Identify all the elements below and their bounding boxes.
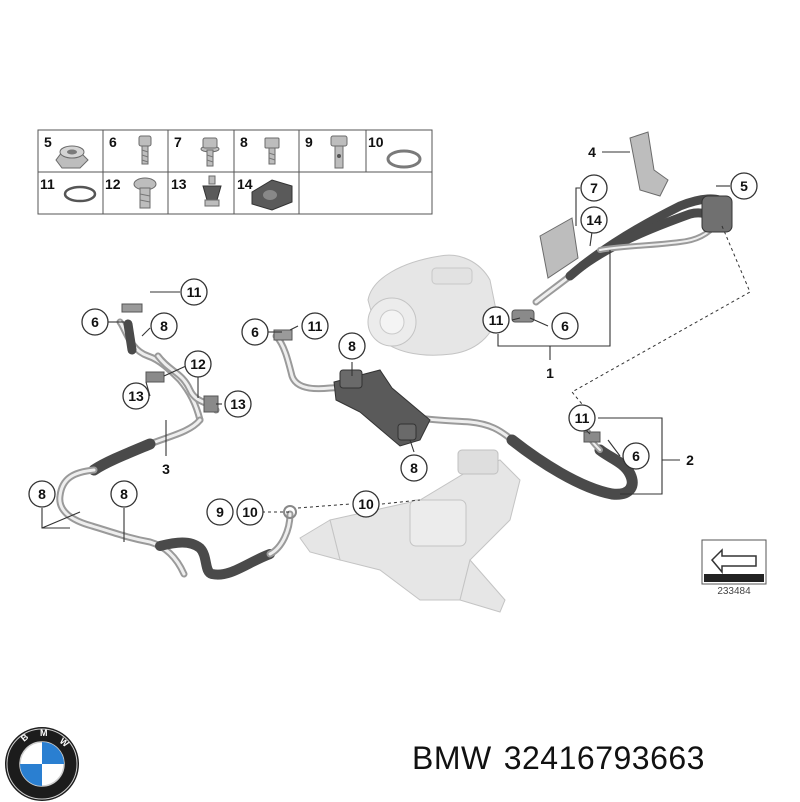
steering-gear-ghost xyxy=(299,449,521,613)
callout-7-top: 7 xyxy=(580,174,608,202)
svg-text:8: 8 xyxy=(348,338,356,354)
svg-text:6: 6 xyxy=(251,324,259,340)
bushing-icon xyxy=(251,179,293,211)
banjo-bolt-icon xyxy=(330,135,348,169)
callout-8-left-low2: 8 xyxy=(110,480,138,508)
hose-line-3 xyxy=(56,303,294,580)
diagram-number: 233484 xyxy=(717,586,751,597)
callout-6-pump: 6 xyxy=(551,312,579,340)
label-4: 4 xyxy=(588,144,596,160)
rubber-mount-icon xyxy=(202,175,222,207)
collar-bolt-icon xyxy=(133,177,157,209)
label-3: 3 xyxy=(162,461,170,477)
svg-text:10: 10 xyxy=(358,496,374,512)
callout-labels: 11 6 8 12 13 13 3 8 8 xyxy=(28,144,758,526)
flange-bolt-icon xyxy=(200,137,220,167)
part-number: 32416793663 xyxy=(503,740,705,776)
svg-text:13: 13 xyxy=(230,396,246,412)
legend-num-6: 6 xyxy=(109,134,117,150)
svg-text:5: 5 xyxy=(740,178,748,194)
svg-text:11: 11 xyxy=(575,410,590,426)
callout-9-bottom: 9 xyxy=(206,498,234,526)
legend-num-9: 9 xyxy=(305,134,313,150)
diagram-number-badge: 233484 xyxy=(701,539,767,597)
callout-6-left: 6 xyxy=(81,308,109,336)
svg-text:8: 8 xyxy=(38,486,46,502)
leader-lines xyxy=(41,151,751,542)
svg-text:7: 7 xyxy=(590,180,598,196)
svg-text:B: B xyxy=(19,731,31,743)
svg-text:14: 14 xyxy=(586,212,602,228)
callout-11-pump: 11 xyxy=(482,306,510,334)
callout-10-bottom: 10 xyxy=(236,498,264,526)
svg-text:6: 6 xyxy=(632,448,640,464)
callout-5-top: 5 xyxy=(730,172,758,200)
callout-11-left: 11 xyxy=(180,278,208,306)
legend-num-11: 11 xyxy=(40,176,55,192)
callout-12-left: 12 xyxy=(184,350,212,378)
callout-8-left-low: 8 xyxy=(28,480,56,508)
svg-text:8: 8 xyxy=(120,486,128,502)
o-ring-icon xyxy=(63,185,97,203)
callout-6-mid: 6 xyxy=(241,318,269,346)
legend-num-12: 12 xyxy=(105,176,121,192)
callout-14-top: 14 xyxy=(580,206,608,234)
svg-text:6: 6 xyxy=(91,314,99,330)
legend-num-7: 7 xyxy=(174,134,182,150)
nut-icon xyxy=(55,145,89,169)
svg-text:11: 11 xyxy=(308,318,323,334)
legend-num-13: 13 xyxy=(171,176,187,192)
svg-text:11: 11 xyxy=(187,284,202,300)
callout-11-right: 11 xyxy=(568,404,596,432)
svg-text:6: 6 xyxy=(561,318,569,334)
callout-13-left-a: 13 xyxy=(122,382,150,410)
svg-text:13: 13 xyxy=(128,388,144,404)
bmw-logo-icon: B M W xyxy=(5,727,79,801)
callout-6-right: 6 xyxy=(622,442,650,470)
callout-8-mid-top: 8 xyxy=(338,332,366,360)
callout-10-mid: 10 xyxy=(352,490,380,518)
callout-8-left-top: 8 xyxy=(150,312,178,340)
sealing-ring-icon xyxy=(386,149,422,169)
svg-text:M: M xyxy=(40,728,48,738)
legend-num-5: 5 xyxy=(44,134,52,150)
svg-text:8: 8 xyxy=(410,460,418,476)
hose-line-2 xyxy=(272,329,638,500)
legend-num-10: 10 xyxy=(368,134,384,150)
svg-text:12: 12 xyxy=(190,356,206,372)
svg-text:8: 8 xyxy=(160,318,168,334)
callout-11-mid: 11 xyxy=(301,312,329,340)
svg-text:9: 9 xyxy=(216,504,224,520)
parts-legend-grid: 5 6 7 8 9 10 11 12 13 14 xyxy=(37,129,433,215)
callout-8-mid-low: 8 xyxy=(400,454,428,482)
brand-part-caption: BMW 32416793663 xyxy=(412,740,705,777)
brand-name: BMW xyxy=(412,740,492,776)
hose-line-1 xyxy=(511,131,733,443)
bolt-icon xyxy=(138,135,152,165)
svg-text:10: 10 xyxy=(242,504,258,520)
label-1: 1 xyxy=(546,365,554,381)
label-2: 2 xyxy=(686,452,694,468)
legend-num-8: 8 xyxy=(240,134,248,150)
callout-13-left-b: 13 xyxy=(224,390,252,418)
svg-text:11: 11 xyxy=(489,312,504,328)
compressor-ghost xyxy=(367,254,497,356)
hex-bolt-icon xyxy=(264,137,280,165)
legend-num-14: 14 xyxy=(237,176,253,192)
